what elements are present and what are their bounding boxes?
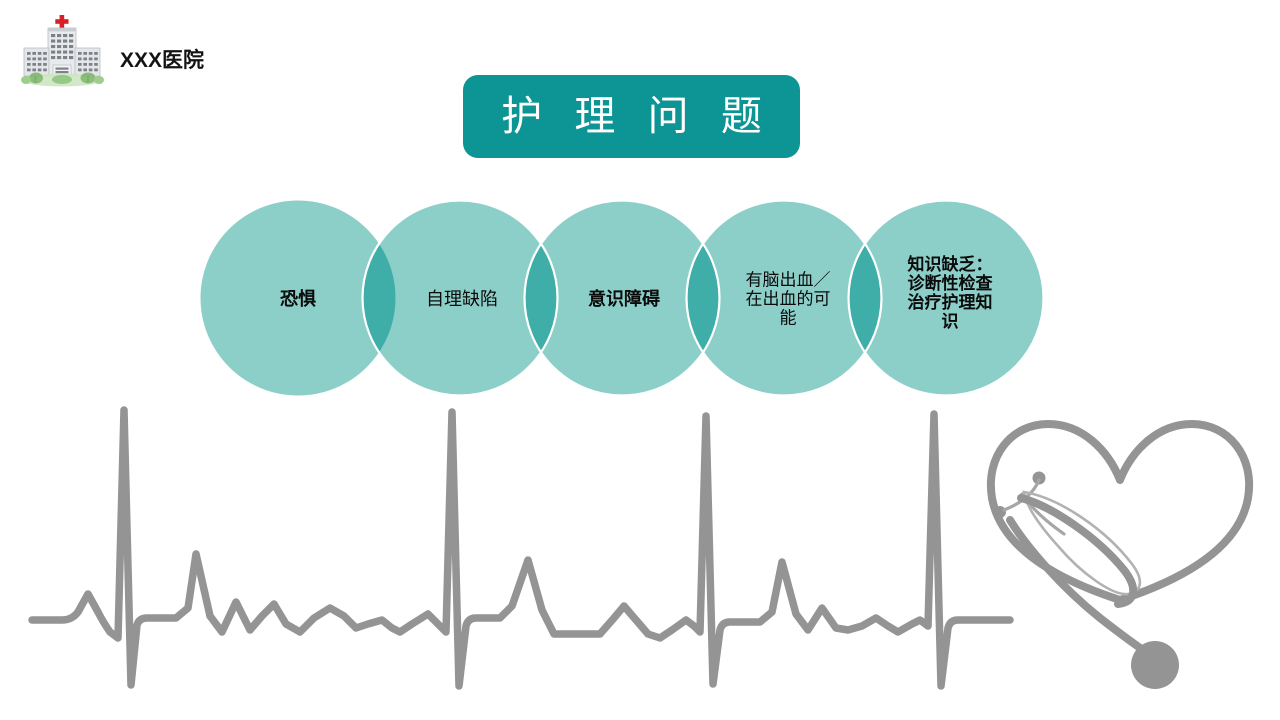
ecg-heartbeat-line-icon: [28, 406, 1014, 690]
red-cross-icon: [55, 15, 69, 28]
hospital-building-icon: [12, 10, 112, 92]
venn-label-2: 自理缺陷: [426, 288, 498, 309]
brand-name: XXX医院: [120, 49, 205, 72]
page-title: 护 理 问 题: [501, 93, 773, 139]
venn-label-3: 意识障碍: [588, 288, 660, 309]
stethoscope-icon: [994, 471, 1179, 689]
medical-artwork: [28, 406, 1254, 690]
venn-label-5: 知识缺乏： 诊断性检查 治疗护理知 识: [907, 254, 993, 332]
heart-outline-icon: [986, 420, 1254, 604]
stethoscope-chestpiece-icon: [1131, 641, 1179, 689]
brand-header: XXX医院: [12, 10, 272, 92]
venn-label-4: 有脑出血／ 在出血的可 能: [745, 270, 831, 328]
slide-title-banner: 护 理 问 题: [463, 75, 800, 158]
venn-label-1: 恐惧: [280, 288, 316, 309]
